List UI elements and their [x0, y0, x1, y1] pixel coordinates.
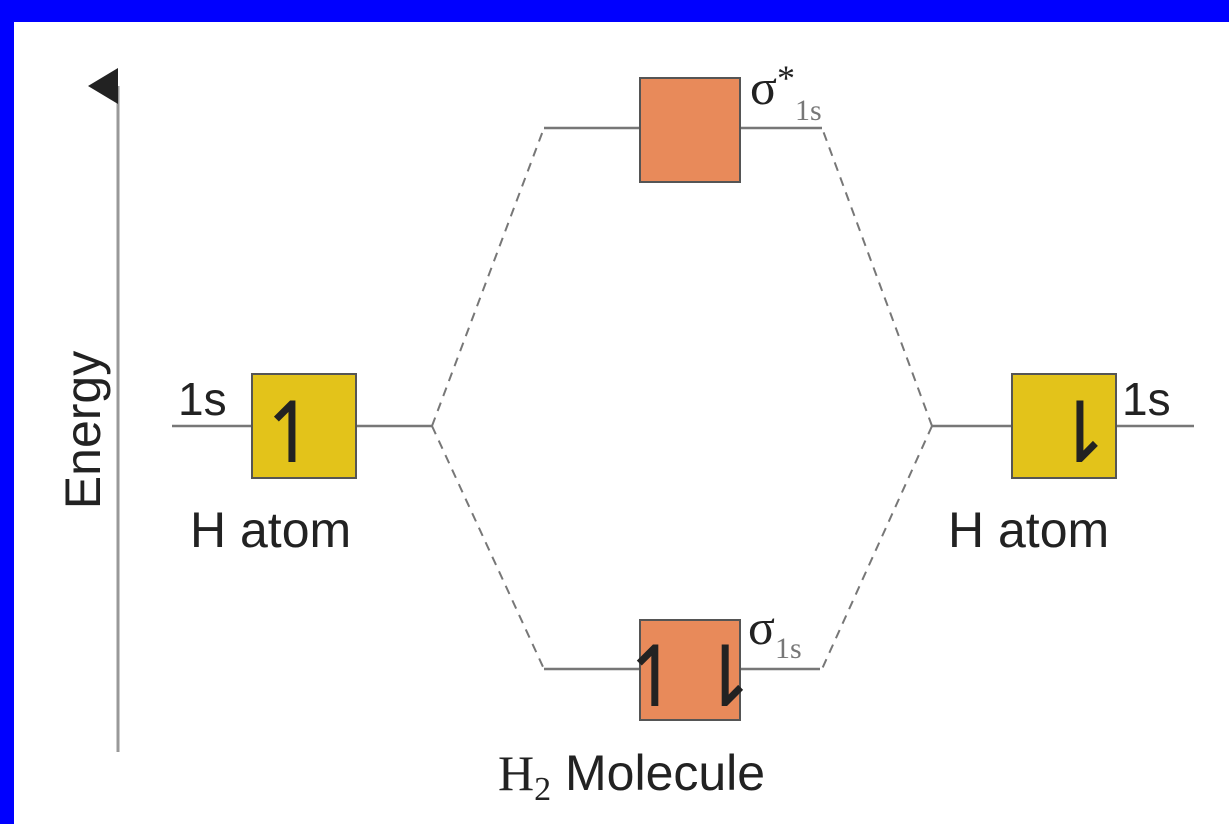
- molecule-subscript: 2: [534, 771, 551, 808]
- antibonding-orbital-box: [639, 77, 741, 183]
- left-1s-orbital-box: [251, 373, 357, 479]
- molecule-main: H: [498, 745, 534, 801]
- correlation-right-antibonding: [821, 127, 933, 427]
- bonding-subscript: 1s: [775, 632, 802, 665]
- antibonding-superscript: *: [777, 58, 795, 98]
- left-atom-caption: H atom: [190, 502, 351, 558]
- bonding-label: σ1s: [748, 599, 802, 665]
- antibonding-symbol: σ: [750, 59, 777, 115]
- correlation-right-bonding: [821, 425, 933, 670]
- correlation-left-antibonding: [431, 127, 545, 427]
- molecule-rest: Molecule: [551, 745, 765, 801]
- right-1s-electron-arrow: ⇂: [1045, 386, 1115, 480]
- bonding-electron-arrows: ↿⇂: [620, 630, 761, 724]
- molecule-caption: H2 Molecule: [498, 745, 765, 808]
- right-1s-orbital-box: [1011, 373, 1117, 479]
- antibonding-subscript: 1s: [795, 94, 822, 127]
- correlation-left-bonding: [431, 425, 545, 670]
- diagram-canvas: Energy ↿ 1s H atom ⇂ 1s H atom: [14, 22, 1229, 824]
- bonding-orbital-box: [639, 619, 741, 721]
- bonding-symbol: σ: [748, 599, 775, 655]
- left-1s-label: 1s: [178, 373, 227, 425]
- left-1s-electron-arrow: ↿: [257, 386, 327, 480]
- right-1s-label: 1s: [1122, 373, 1171, 425]
- right-atom-caption: H atom: [948, 502, 1109, 558]
- antibonding-label: σ*1s: [750, 58, 822, 127]
- mo-diagram: Energy ↿ 1s H atom ⇂ 1s H atom: [55, 58, 1194, 808]
- energy-axis-label: Energy: [55, 351, 111, 509]
